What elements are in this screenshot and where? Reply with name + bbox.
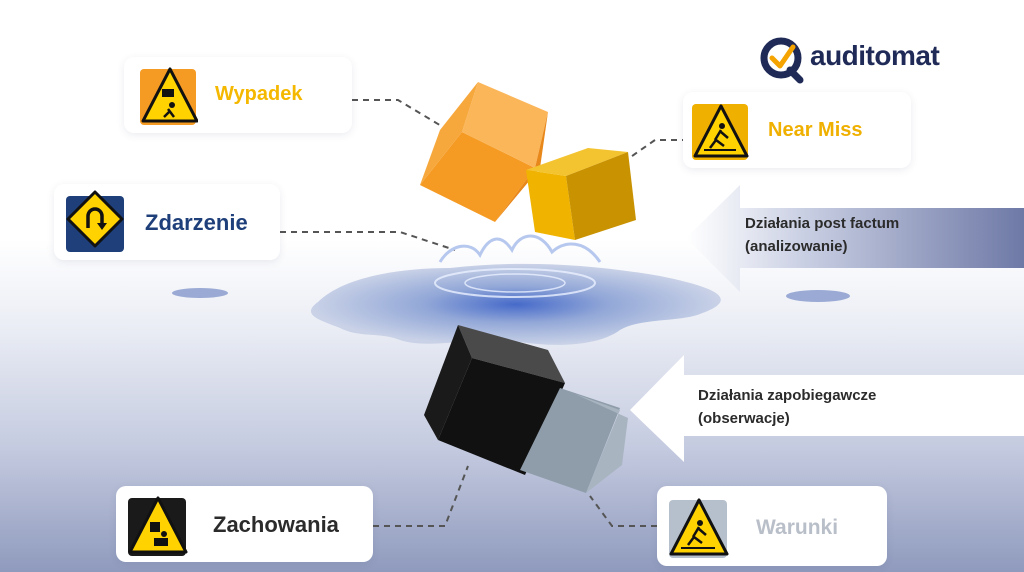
arrow-post-factum xyxy=(686,185,1024,292)
slip-warning-icon xyxy=(669,498,729,558)
dashed-connectors xyxy=(280,99,688,527)
brand-name: auditomat xyxy=(810,40,940,71)
falling-object-warning-icon xyxy=(140,67,198,125)
card-label-zdarzenie: Zdarzenie xyxy=(145,210,248,235)
u-turn-road-sign-icon xyxy=(66,190,124,252)
card-label-near-miss: Near Miss xyxy=(768,119,863,141)
arrow-post-factum-text: Działania post factum (analizowanie) xyxy=(745,212,899,258)
yellow-cube xyxy=(526,148,636,240)
black-cube xyxy=(424,325,565,475)
arrow-preventive-line2: (obserwacje) xyxy=(698,410,790,427)
falling-load-warning-icon xyxy=(128,496,188,556)
card-label-zachowania: Zachowania xyxy=(213,512,339,537)
arrow-preventive-line1: Działania zapobiegawcze xyxy=(698,387,877,404)
q-checkmark-logo-icon xyxy=(760,37,804,84)
card-zachowania: Zachowania xyxy=(116,486,373,562)
arrow-post-factum-line1: Działania post factum xyxy=(745,215,900,232)
arrow-preventive-text: Działania zapobiegawcze (obserwacje) xyxy=(698,384,876,430)
arrow-post-factum-line2: (analizowanie) xyxy=(745,238,848,255)
gray-cube xyxy=(520,388,628,493)
card-warunki: Warunki xyxy=(657,486,887,566)
card-wypadek: Wypadek xyxy=(124,57,352,133)
orange-cube xyxy=(420,82,548,222)
card-label-wypadek: Wypadek xyxy=(215,83,303,105)
arrow-preventive xyxy=(630,355,1024,462)
card-near-miss: Near Miss xyxy=(683,92,911,168)
card-label-warunki: Warunki xyxy=(756,516,839,539)
card-zdarzenie: Zdarzenie xyxy=(54,184,280,260)
water-puddle xyxy=(172,234,850,345)
slip-warning-icon xyxy=(692,104,749,160)
